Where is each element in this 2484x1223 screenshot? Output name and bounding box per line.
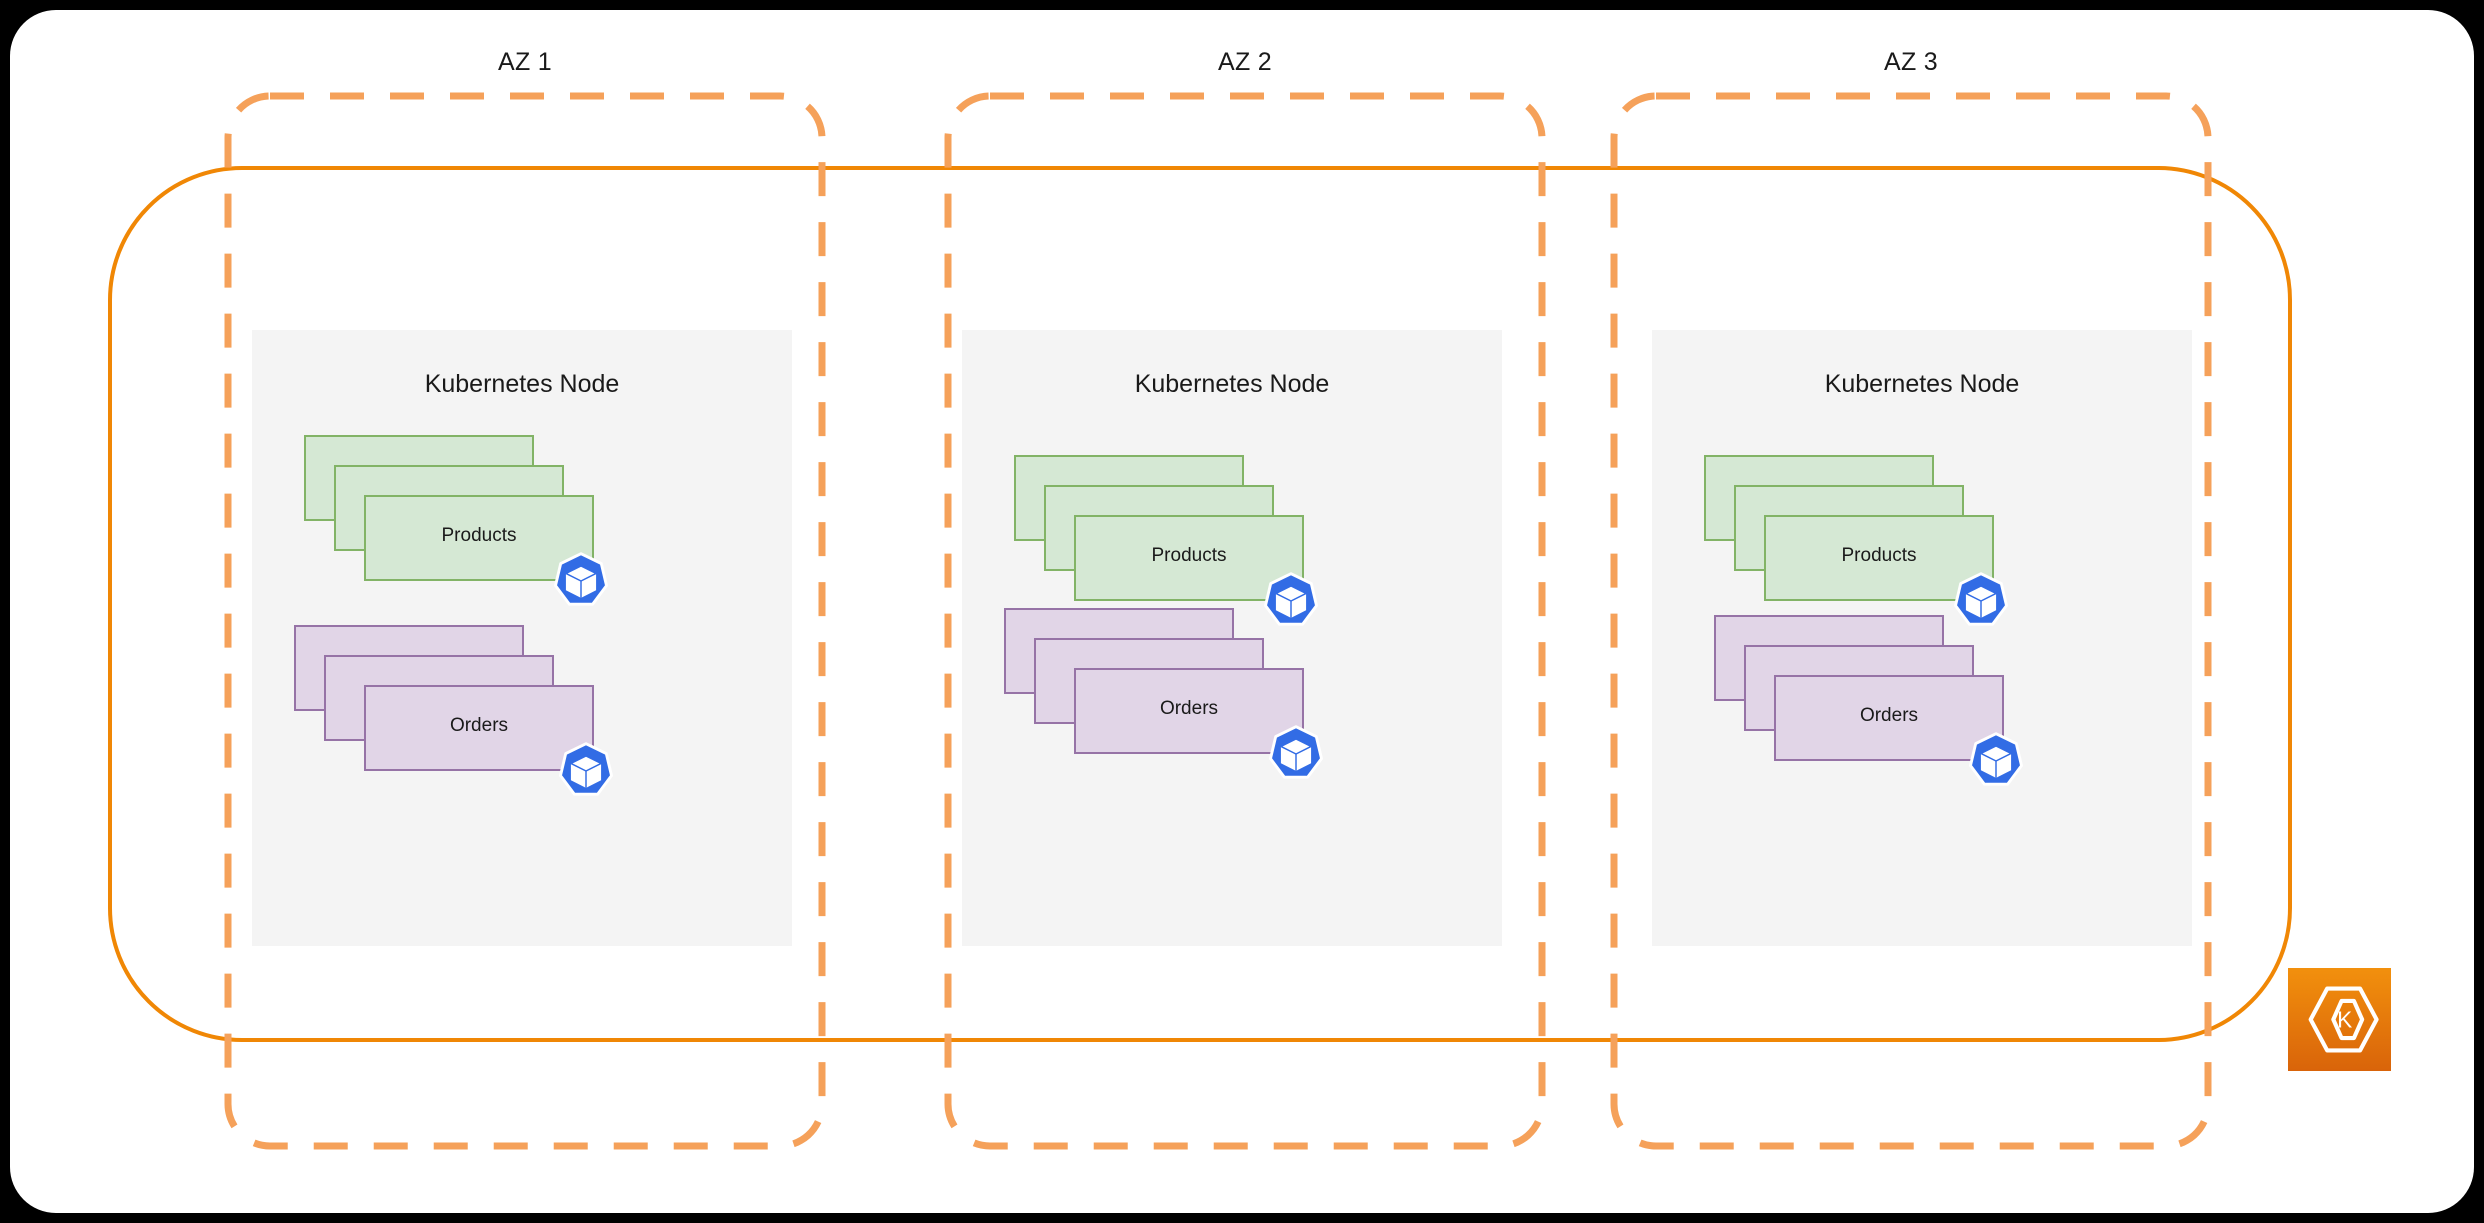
az-label-3: AZ 3	[1884, 48, 1938, 76]
az-boundary-1	[224, 92, 826, 1150]
kubernetes-node-panel-3: Kubernetes Node Products Orders	[1652, 330, 2192, 946]
node-title-2: Kubernetes Node	[1134, 370, 1330, 398]
kubernetes-icon-orders-3	[1969, 732, 2023, 786]
pod-card-products-2-front[interactable]: Products	[1074, 515, 1304, 601]
kubernetes-icon-orders-2	[1269, 725, 1323, 779]
pod-label-orders-2: Orders	[1159, 698, 1219, 719]
pod-label-products-3: Products	[1841, 545, 1917, 566]
pod-card-products-1-front[interactable]: Products	[364, 495, 594, 581]
az-label-2: AZ 2	[1218, 48, 1272, 76]
pod-card-orders-1-front[interactable]: Orders	[364, 685, 594, 771]
az-boundary-3	[1610, 92, 2212, 1150]
pod-label-products-1: Products	[441, 525, 517, 546]
kubernetes-node-panel-2: Kubernetes Node Products Orders	[962, 330, 1502, 946]
node-title-1: Kubernetes Node	[424, 370, 620, 398]
kubernetes-icon-orders-1	[559, 742, 613, 796]
az-boundary-2	[944, 92, 1546, 1150]
node-title-3: Kubernetes Node	[1824, 370, 2020, 398]
pod-label-products-2: Products	[1151, 545, 1227, 566]
pod-card-orders-2-front[interactable]: Orders	[1074, 668, 1304, 754]
pod-label-orders-1: Orders	[449, 715, 509, 736]
svg-text:K: K	[2337, 1007, 2352, 1033]
pod-card-orders-3-front[interactable]: Orders	[1774, 675, 2004, 761]
az-label-1: AZ 1	[498, 48, 552, 76]
kubernetes-node-panel-1: Kubernetes Node Products Orders	[252, 330, 792, 946]
kubernetes-icon-products-1	[554, 552, 608, 606]
pod-label-orders-3: Orders	[1859, 705, 1919, 726]
eks-cluster-boundary	[108, 166, 2292, 1042]
kubernetes-icon-products-3	[1954, 572, 2008, 626]
kubernetes-icon-products-2	[1264, 572, 1318, 626]
amazon-eks-icon[interactable]: K	[2288, 968, 2391, 1071]
pod-card-products-3-front[interactable]: Products	[1764, 515, 1994, 601]
